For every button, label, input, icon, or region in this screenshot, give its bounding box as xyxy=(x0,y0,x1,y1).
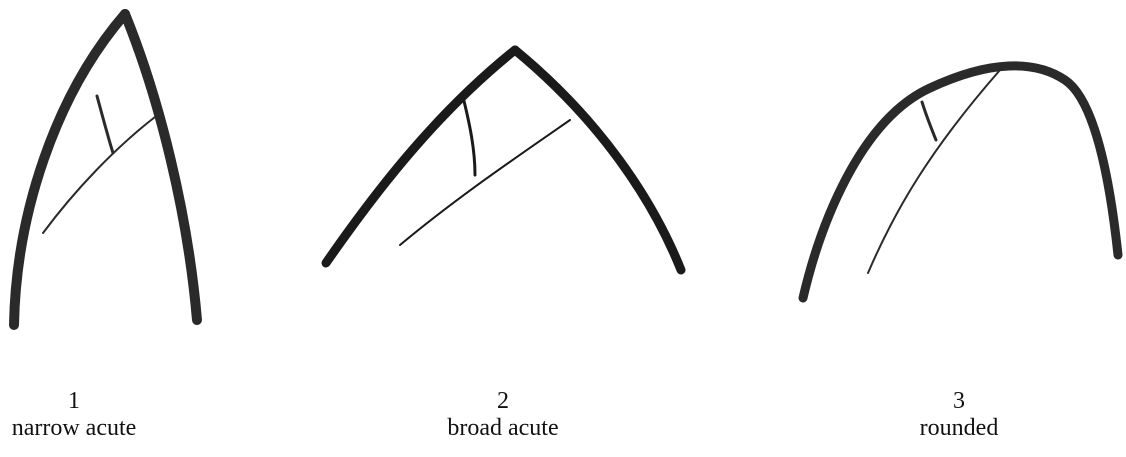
figure-number: 1 xyxy=(68,388,80,414)
rounded-outline-drawing xyxy=(798,61,1123,303)
figure-narrow-acute: 1 narrow acute xyxy=(0,0,340,457)
secondary-vein xyxy=(461,95,477,177)
primary-vein xyxy=(867,69,1001,274)
outline-left-margin xyxy=(321,45,520,268)
figure-caption: 1 narrow acute xyxy=(0,388,244,442)
figure-broad-acute: 2 broad acute xyxy=(320,0,686,457)
outline-right-margin xyxy=(120,9,202,325)
secondary-vein xyxy=(95,94,115,155)
figure-caption: 2 broad acute xyxy=(333,388,673,442)
figure-label: broad acute xyxy=(447,415,559,441)
figure-rounded: 3 rounded xyxy=(790,0,1126,457)
outline-left-margin xyxy=(9,9,130,330)
primary-vein xyxy=(399,119,571,246)
narrow-acute-outline-drawing xyxy=(9,9,202,330)
broad-acute-outline-drawing xyxy=(321,45,686,275)
figure-caption: 3 rounded xyxy=(789,388,1126,442)
figure-number: 3 xyxy=(953,388,965,414)
primary-vein xyxy=(42,116,156,234)
figure-label: narrow acute xyxy=(11,415,137,441)
figure-label: rounded xyxy=(919,415,999,441)
outline-right-margin xyxy=(510,45,686,275)
figure-number: 2 xyxy=(497,388,509,414)
outline-margin xyxy=(798,61,1123,303)
secondary-vein xyxy=(920,100,938,142)
